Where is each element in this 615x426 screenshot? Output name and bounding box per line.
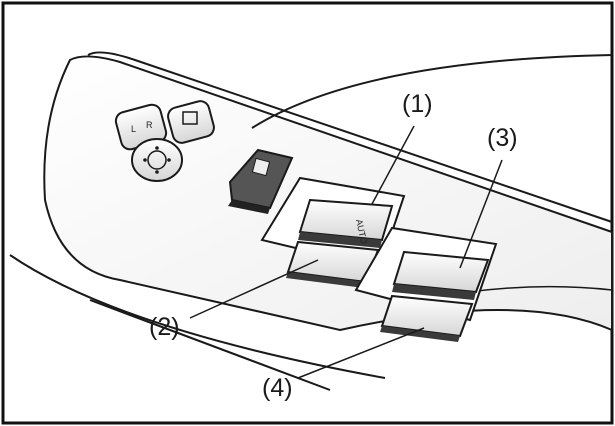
leader-line-1 — [371, 125, 415, 205]
door-upper-curve — [251, 54, 613, 129]
mirror-select-right-label: R — [146, 120, 153, 130]
window-lock-icon — [251, 157, 271, 177]
trim-top-edge — [87, 51, 613, 223]
leader-line-2 — [189, 259, 319, 319]
passenger-window-switch[interactable] — [354, 226, 498, 342]
window-lock-switch[interactable] — [228, 148, 294, 214]
leader-line-4 — [297, 327, 425, 379]
mirror-icon — [182, 111, 198, 125]
callout-2: (2) — [149, 313, 180, 341]
driver-window-switch[interactable]: AUTO — [260, 176, 406, 288]
callout-1: (1) — [402, 90, 433, 118]
leader-line-3 — [459, 159, 503, 269]
trim-lower-edge — [9, 254, 386, 379]
callout-4: (4) — [262, 374, 293, 402]
mirror-select-left-label: L — [131, 124, 136, 134]
mirror-fold-switch[interactable] — [166, 99, 216, 145]
mirror-adjust-joystick[interactable] — [131, 138, 183, 182]
callout-3: (3) — [487, 124, 518, 152]
trim-lower-edge-2 — [89, 299, 331, 391]
